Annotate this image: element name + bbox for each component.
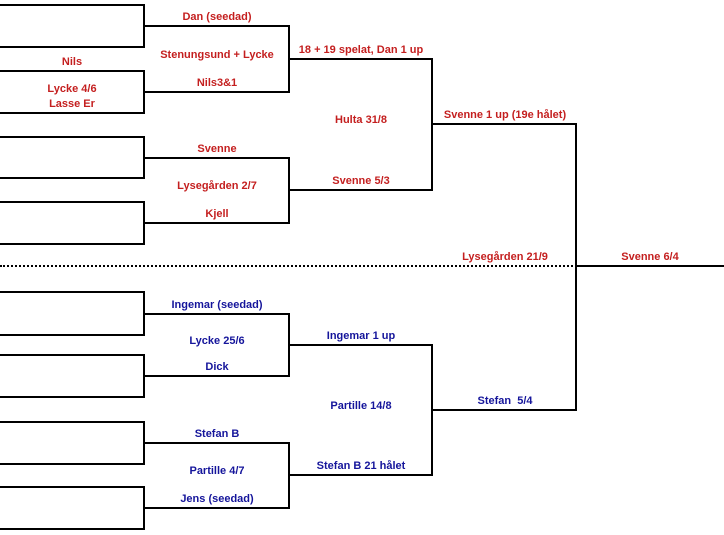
slot5-bottom-line bbox=[0, 334, 145, 336]
slot1-top-line bbox=[0, 4, 145, 6]
slot5-top-line bbox=[0, 291, 145, 293]
dan-line bbox=[145, 25, 290, 27]
slot6-bottom-line bbox=[0, 396, 145, 398]
venue-label-lysegarden-2-7: Lysegården 2/7 bbox=[177, 180, 257, 192]
result-label-ingemar-1-up: Ingemar 1 up bbox=[326, 330, 396, 342]
result-label-stefan-5-4: Stefan 5/4 bbox=[477, 395, 533, 407]
match1-join-line bbox=[288, 25, 290, 93]
player-label-dick: Dick bbox=[205, 361, 229, 373]
player-label-kjell: Kjell bbox=[205, 208, 229, 220]
player-label-nils: Nils bbox=[61, 56, 83, 68]
player-label-lasse-er: Lasse Er bbox=[49, 98, 95, 110]
slot2-join-line bbox=[143, 70, 145, 114]
semifinal-bottom-lower-line bbox=[290, 474, 433, 476]
venue-label-lysegarden-21-9: Lysegården 21/9 bbox=[462, 251, 548, 263]
semifinal-top-upper-line bbox=[290, 58, 433, 60]
semifinal-bottom-join-line bbox=[431, 344, 433, 476]
nils3and1-line bbox=[145, 91, 290, 93]
result-label-dan-1-up: 18 + 19 spelat, Dan 1 up bbox=[298, 44, 424, 56]
player-label-nils3and1: Nils3&1 bbox=[196, 77, 238, 89]
slot7-top-line bbox=[0, 421, 145, 423]
match2-join-line bbox=[288, 157, 290, 224]
semifinal-bottom-upper-line bbox=[290, 344, 433, 346]
venue-label-partille-14-8: Partille 14/8 bbox=[330, 400, 392, 412]
final-join-line bbox=[575, 123, 577, 411]
slot8-join-line bbox=[143, 486, 145, 530]
venue-label-hulta-31-8: Hulta 31/8 bbox=[335, 114, 387, 126]
slot7-bottom-line bbox=[0, 463, 145, 465]
svenne-line bbox=[145, 157, 290, 159]
dick-line bbox=[145, 375, 290, 377]
slot8-bottom-line bbox=[0, 528, 145, 530]
kjell-line bbox=[145, 222, 290, 224]
slot2-top-line bbox=[0, 70, 145, 72]
player-label-jens-seedad: Jens (seedad) bbox=[180, 493, 254, 505]
halves-divider-dotted-line bbox=[0, 265, 577, 267]
player-label-ingemar-seedad: Ingemar (seedad) bbox=[171, 299, 263, 311]
champion-line bbox=[577, 265, 724, 267]
semifinal-top-join-line bbox=[431, 58, 433, 191]
semifinal-top-lower-line bbox=[290, 189, 433, 191]
slot6-top-line bbox=[0, 354, 145, 356]
player-label-stefan-b: Stefan B bbox=[194, 428, 240, 440]
player-label-svenne: Svenne bbox=[197, 143, 237, 155]
result-label-stefan-b-21-halet: Stefan B 21 hålet bbox=[316, 460, 406, 472]
jens-line bbox=[145, 507, 290, 509]
slot5-join-line bbox=[143, 291, 145, 336]
ingemar-line bbox=[145, 313, 290, 315]
slot3-join-line bbox=[143, 136, 145, 179]
slot8-top-line bbox=[0, 486, 145, 488]
final-upper-line bbox=[433, 123, 577, 125]
slot3-top-line bbox=[0, 136, 145, 138]
slot4-bottom-line bbox=[0, 243, 145, 245]
venue-label-lycke-4-6: Lycke 4/6 bbox=[47, 83, 97, 95]
venue-label-lycke-25-6: Lycke 25/6 bbox=[189, 335, 245, 347]
slot2-bottom-line bbox=[0, 112, 145, 114]
result-label-svenne-5-3: Svenne 5/3 bbox=[332, 175, 390, 187]
slot4-top-line bbox=[0, 201, 145, 203]
slot1-bottom-line bbox=[0, 46, 145, 48]
champion-label-svenne-6-4: Svenne 6/4 bbox=[621, 251, 679, 263]
venue-label-stenungsund-lycke: Stenungsund + Lycke bbox=[160, 49, 274, 61]
venue-label-partille-4-7: Partille 4/7 bbox=[189, 465, 245, 477]
slot3-bottom-line bbox=[0, 177, 145, 179]
stefanb-line bbox=[145, 442, 290, 444]
match4-join-line bbox=[288, 442, 290, 509]
match3-join-line bbox=[288, 313, 290, 377]
player-label-dan-seedad: Dan (seedad) bbox=[182, 11, 252, 23]
slot7-join-line bbox=[143, 421, 145, 465]
slot6-join-line bbox=[143, 354, 145, 398]
result-label-svenne-1-up: Svenne 1 up (19e hålet) bbox=[443, 109, 567, 121]
slot4-join-line bbox=[143, 201, 145, 245]
final-lower-line bbox=[433, 409, 577, 411]
slot1-join-line bbox=[143, 4, 145, 48]
